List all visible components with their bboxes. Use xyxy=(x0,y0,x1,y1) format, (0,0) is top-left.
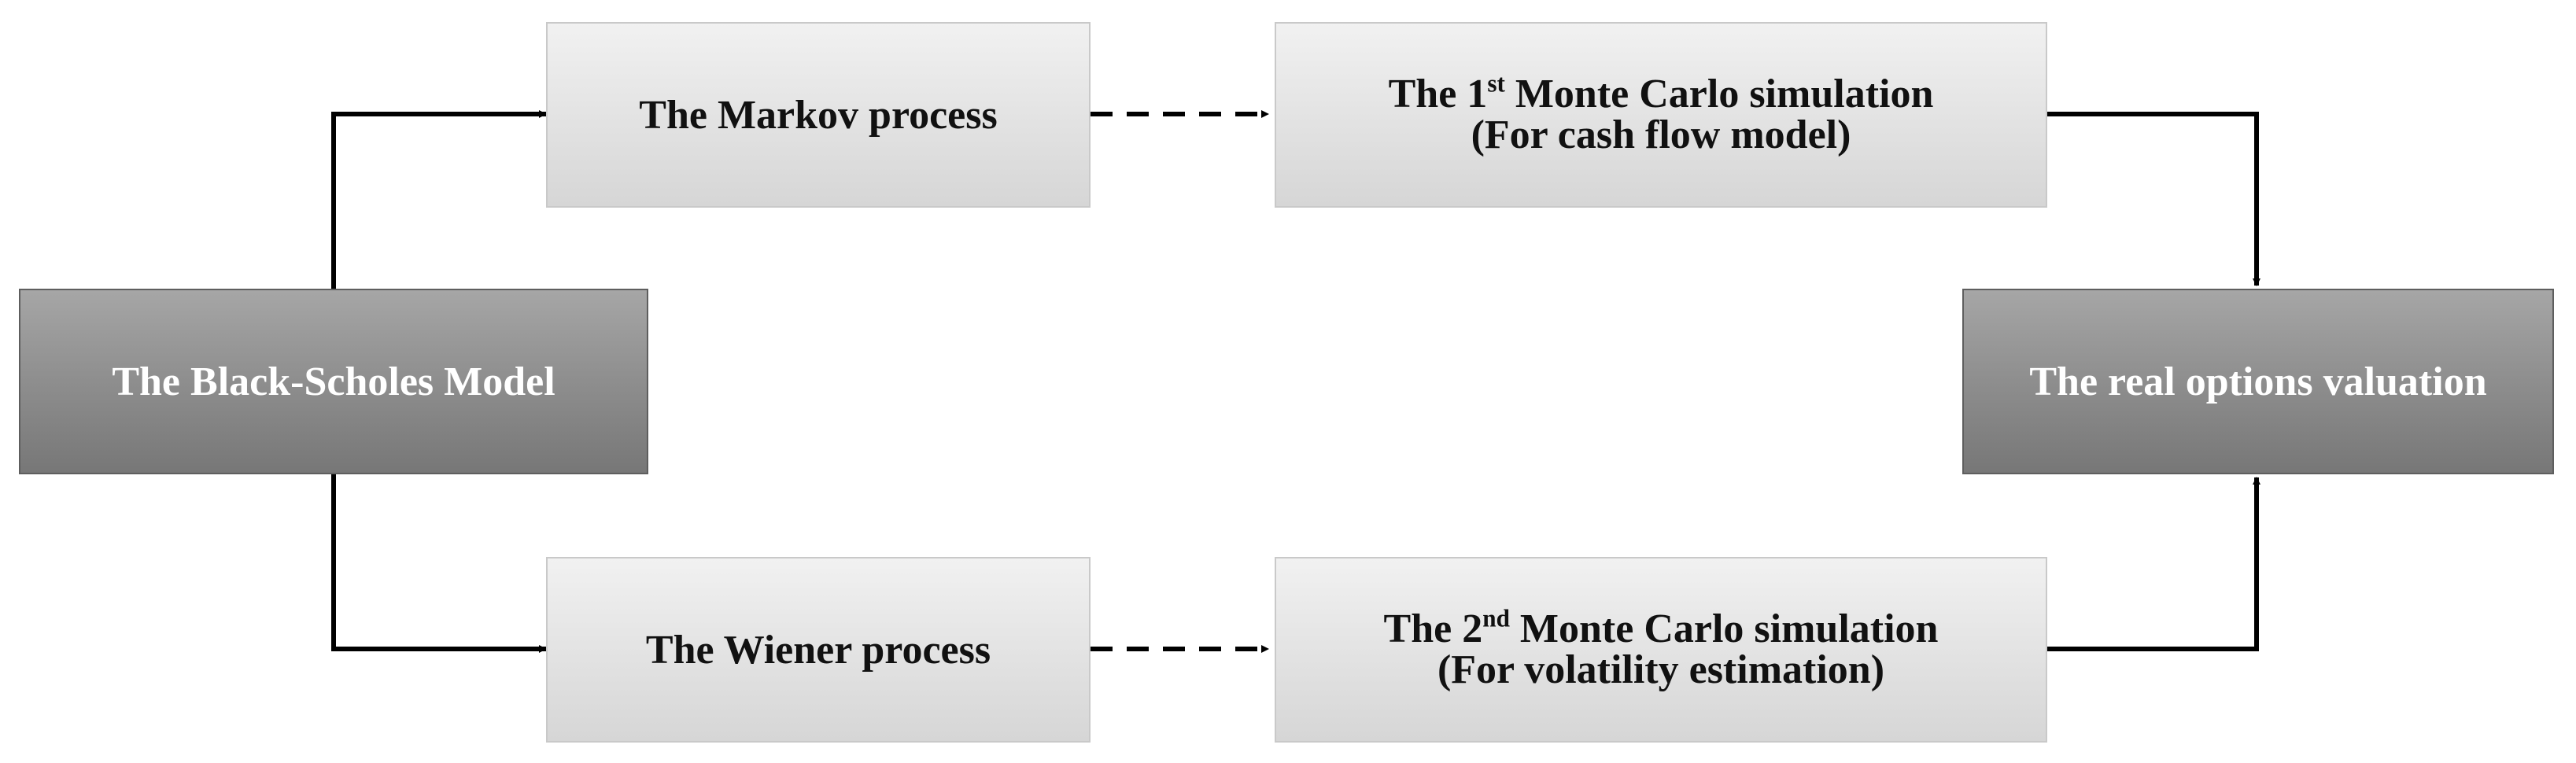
node-second-monte-carlo-subtitle: (For volatility estimation) xyxy=(1437,647,1885,692)
ordinal-superscript: nd xyxy=(1482,604,1510,632)
node-first-monte-carlo-simulation: The 1st Monte Carlo simulation (For cash… xyxy=(1275,22,2047,208)
edge-mc2-to-realoptions xyxy=(2047,477,2260,651)
edge-blackscholes-to-markov xyxy=(331,110,547,289)
node-black-scholes-model-label: The Black-Scholes Model xyxy=(112,359,555,404)
node-real-options-valuation-label: The real options valuation xyxy=(2029,359,2487,404)
node-second-monte-carlo-title: The 2nd Monte Carlo simulation xyxy=(1383,604,1939,651)
node-wiener-process-label: The Wiener process xyxy=(645,627,991,673)
node-wiener-process: The Wiener process xyxy=(546,557,1091,743)
node-first-monte-carlo-subtitle: (For cash flow model) xyxy=(1471,112,1851,157)
node-second-monte-carlo-simulation: The 2nd Monte Carlo simulation (For vola… xyxy=(1275,557,2047,743)
ordinal-superscript: st xyxy=(1487,69,1505,98)
node-first-monte-carlo-title: The 1st Monte Carlo simulation xyxy=(1388,69,1934,116)
node-real-options-valuation: The real options valuation xyxy=(1962,289,2554,474)
node-markov-process-label: The Markov process xyxy=(639,92,998,138)
node-black-scholes-model: The Black-Scholes Model xyxy=(19,289,648,474)
node-markov-process: The Markov process xyxy=(546,22,1091,208)
edge-blackscholes-to-wiener xyxy=(331,474,547,653)
edge-mc1-to-realoptions xyxy=(2047,112,2260,286)
